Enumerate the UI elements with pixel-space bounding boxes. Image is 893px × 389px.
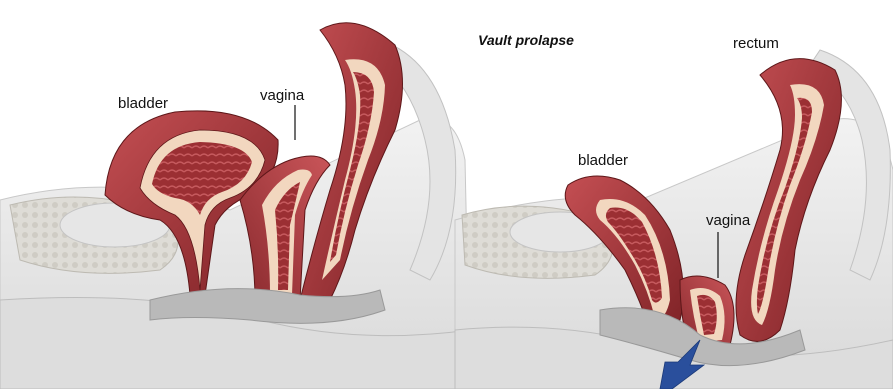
left-panel-normal [0,23,470,389]
label-vagina-left: vagina [260,87,304,104]
label-bladder-left: bladder [118,95,168,112]
label-vagina-right: vagina [706,212,750,229]
label-rectum-right: rectum [733,35,779,52]
title-vault-prolapse: Vault prolapse [478,32,574,48]
right-panel-vault-prolapse [455,50,893,389]
label-bladder-right: bladder [578,152,628,169]
